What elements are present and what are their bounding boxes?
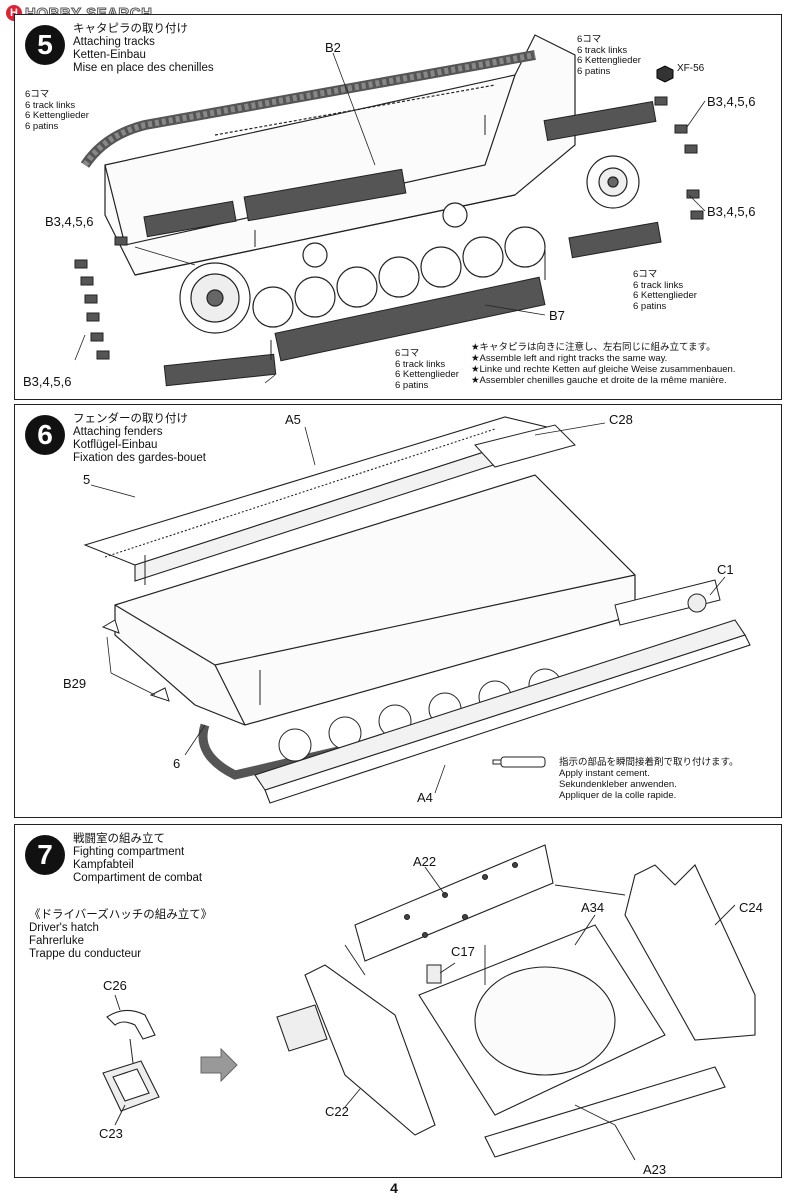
- part-label-a22: A22: [413, 854, 437, 869]
- step-7-title-de: Kampfabteil: [73, 859, 134, 871]
- part-label-b29: B29: [63, 676, 87, 691]
- part-label-a34: A34: [581, 900, 605, 915]
- part-label-c1: C1: [717, 562, 734, 577]
- step-5-number-badge: 5: [25, 25, 65, 65]
- step-7-title-block: 戦闘室の組み立て Fighting compartment Kampfabtei…: [73, 833, 202, 885]
- track-count-en: 6 track links: [395, 358, 446, 370]
- paint-label-xf56: XF-56: [677, 63, 705, 74]
- note-fr: ★Assembler chenilles gauche et droite de…: [471, 375, 727, 386]
- track-count-en: 6 track links: [633, 279, 684, 291]
- step-5-title-fr: Mise en place des chenilles: [73, 62, 214, 74]
- part-label-6: 6: [173, 756, 181, 771]
- step-5-assembly-notes: ★キャタピラは向きに注意し、左右同じに組み立てます。 ★Assemble lef…: [471, 342, 735, 386]
- step-6-title-ja: フェンダーの取り付け: [73, 413, 188, 425]
- note-ja: ★キャタピラは向きに注意し、左右同じに組み立てます。: [471, 342, 716, 353]
- step-7-title-en: Fighting compartment: [73, 846, 185, 858]
- step-6-fender-diagram: [83, 416, 751, 804]
- part-label-c17: C17: [451, 944, 475, 959]
- track-count-de: 6 Kettenglieder: [633, 290, 697, 301]
- part-label-b7: B7: [549, 308, 565, 323]
- track-count-en: 6 track links: [25, 99, 76, 111]
- cement-note-ja: 指示の部品を瞬間接着剤で取り付けます。: [559, 757, 739, 768]
- drivers-hatch-title-ja: 《ドライバーズハッチの組み立て》: [29, 909, 213, 921]
- step-5-title-en: Attaching tracks: [73, 36, 155, 48]
- part-label-b3456-right: B3,4,5,6: [707, 204, 756, 219]
- step-5-title-block: キャタピラの取り付け Attaching tracks Ketten-Einba…: [73, 23, 214, 75]
- part-label-a5: A5: [285, 412, 301, 427]
- part-label-b2: B2: [325, 40, 341, 55]
- track-count-en: 6 track links: [577, 44, 628, 56]
- part-label-b3456-left-bottom: B3,4,5,6: [23, 374, 72, 389]
- step-6-cement-notes: 指示の部品を瞬間接着剤で取り付けます。 Apply instant cement…: [559, 757, 739, 801]
- note-de: ★Linke und rechte Ketten auf gleiche Wei…: [471, 364, 736, 375]
- step-7-title-fr: Compartiment de combat: [73, 872, 203, 884]
- step-5-panel: 5 キャタピラの取り付け Attaching tracks Ketten-Ein…: [14, 14, 782, 400]
- part-label-c23: C23: [99, 1126, 123, 1141]
- part-label-b3456-top-right: B3,4,5,6: [707, 94, 756, 109]
- cement-note-en: Apply instant cement.: [559, 768, 650, 779]
- track-count-de: 6 Kettenglieder: [25, 110, 89, 121]
- step-6-title-en: Attaching fenders: [73, 426, 163, 438]
- track-count-fr: 6 patins: [395, 379, 429, 391]
- part-label-c26: C26: [103, 978, 127, 993]
- drivers-hatch-title-de: Fahrerluke: [29, 935, 84, 947]
- track-count-ja: 6コマ: [633, 269, 658, 280]
- cement-note-de: Sekundenkleber anwenden.: [559, 779, 677, 790]
- part-label-c24: C24: [739, 900, 763, 915]
- track-count-ja: 6コマ: [395, 348, 420, 359]
- track-count-ja: 6コマ: [25, 89, 50, 100]
- step-5-track-diagram: [74, 34, 706, 387]
- track-count-fr: 6 patins: [633, 300, 667, 312]
- track-count-ja: 6コマ: [577, 34, 602, 45]
- track-count-top-left: 6コマ 6 track links 6 Kettenglieder 6 pati…: [25, 89, 89, 132]
- step-7-panel: 7 戦闘室の組み立て Fighting compartment Kampfabt…: [14, 824, 782, 1178]
- part-label-a23: A23: [643, 1162, 667, 1177]
- track-count-bottom: 6コマ 6 track links 6 Kettenglieder 6 pati…: [395, 348, 459, 391]
- track-count-fr: 6 patins: [25, 120, 59, 132]
- part-label-c28: C28: [609, 412, 633, 427]
- track-count-de: 6 Kettenglieder: [577, 55, 641, 66]
- step-6-panel: 6 フェンダーの取り付け Attaching fenders Kotflügel…: [14, 404, 782, 818]
- part-label-a4: A4: [417, 790, 433, 805]
- step-5-title-ja: キャタピラの取り付け: [73, 23, 188, 35]
- step-6-title-fr: Fixation des gardes-bouet: [73, 452, 206, 464]
- drivers-hatch-title-fr: Trappe du conducteur: [29, 948, 142, 960]
- step-7-title-ja: 戦闘室の組み立て: [73, 833, 165, 845]
- track-count-top-right: 6コマ 6 track links 6 Kettenglieder 6 pati…: [577, 34, 641, 77]
- track-count-mid-right: 6コマ 6 track links 6 Kettenglieder 6 pati…: [633, 269, 697, 312]
- part-label-b3456-left-top: B3,4,5,6: [45, 214, 94, 229]
- drivers-hatch-title-en: Driver's hatch: [29, 922, 99, 934]
- step-7-number-badge: 7: [25, 835, 65, 875]
- drivers-hatch-subtitle-block: 《ドライバーズハッチの組み立て》 Driver's hatch Fahrerlu…: [29, 909, 212, 961]
- step-6-title-block: フェンダーの取り付け Attaching fenders Kotflügel-E…: [73, 413, 206, 465]
- step-6-number-badge: 6: [25, 415, 65, 455]
- track-count-fr: 6 patins: [577, 65, 611, 77]
- step-6-title-de: Kotflügel-Einbau: [73, 439, 158, 451]
- track-count-de: 6 Kettenglieder: [395, 369, 459, 380]
- note-en: ★Assemble left and right tracks the same…: [471, 353, 668, 364]
- page-number: 4: [390, 1180, 398, 1196]
- part-label-c22: C22: [325, 1104, 349, 1119]
- step-5-title-de: Ketten-Einbau: [73, 49, 146, 61]
- cement-note-fr: Appliquer de la colle rapide.: [559, 790, 677, 801]
- part-label-5: 5: [83, 472, 91, 487]
- step-7-compartment-diagram: [102, 844, 756, 1161]
